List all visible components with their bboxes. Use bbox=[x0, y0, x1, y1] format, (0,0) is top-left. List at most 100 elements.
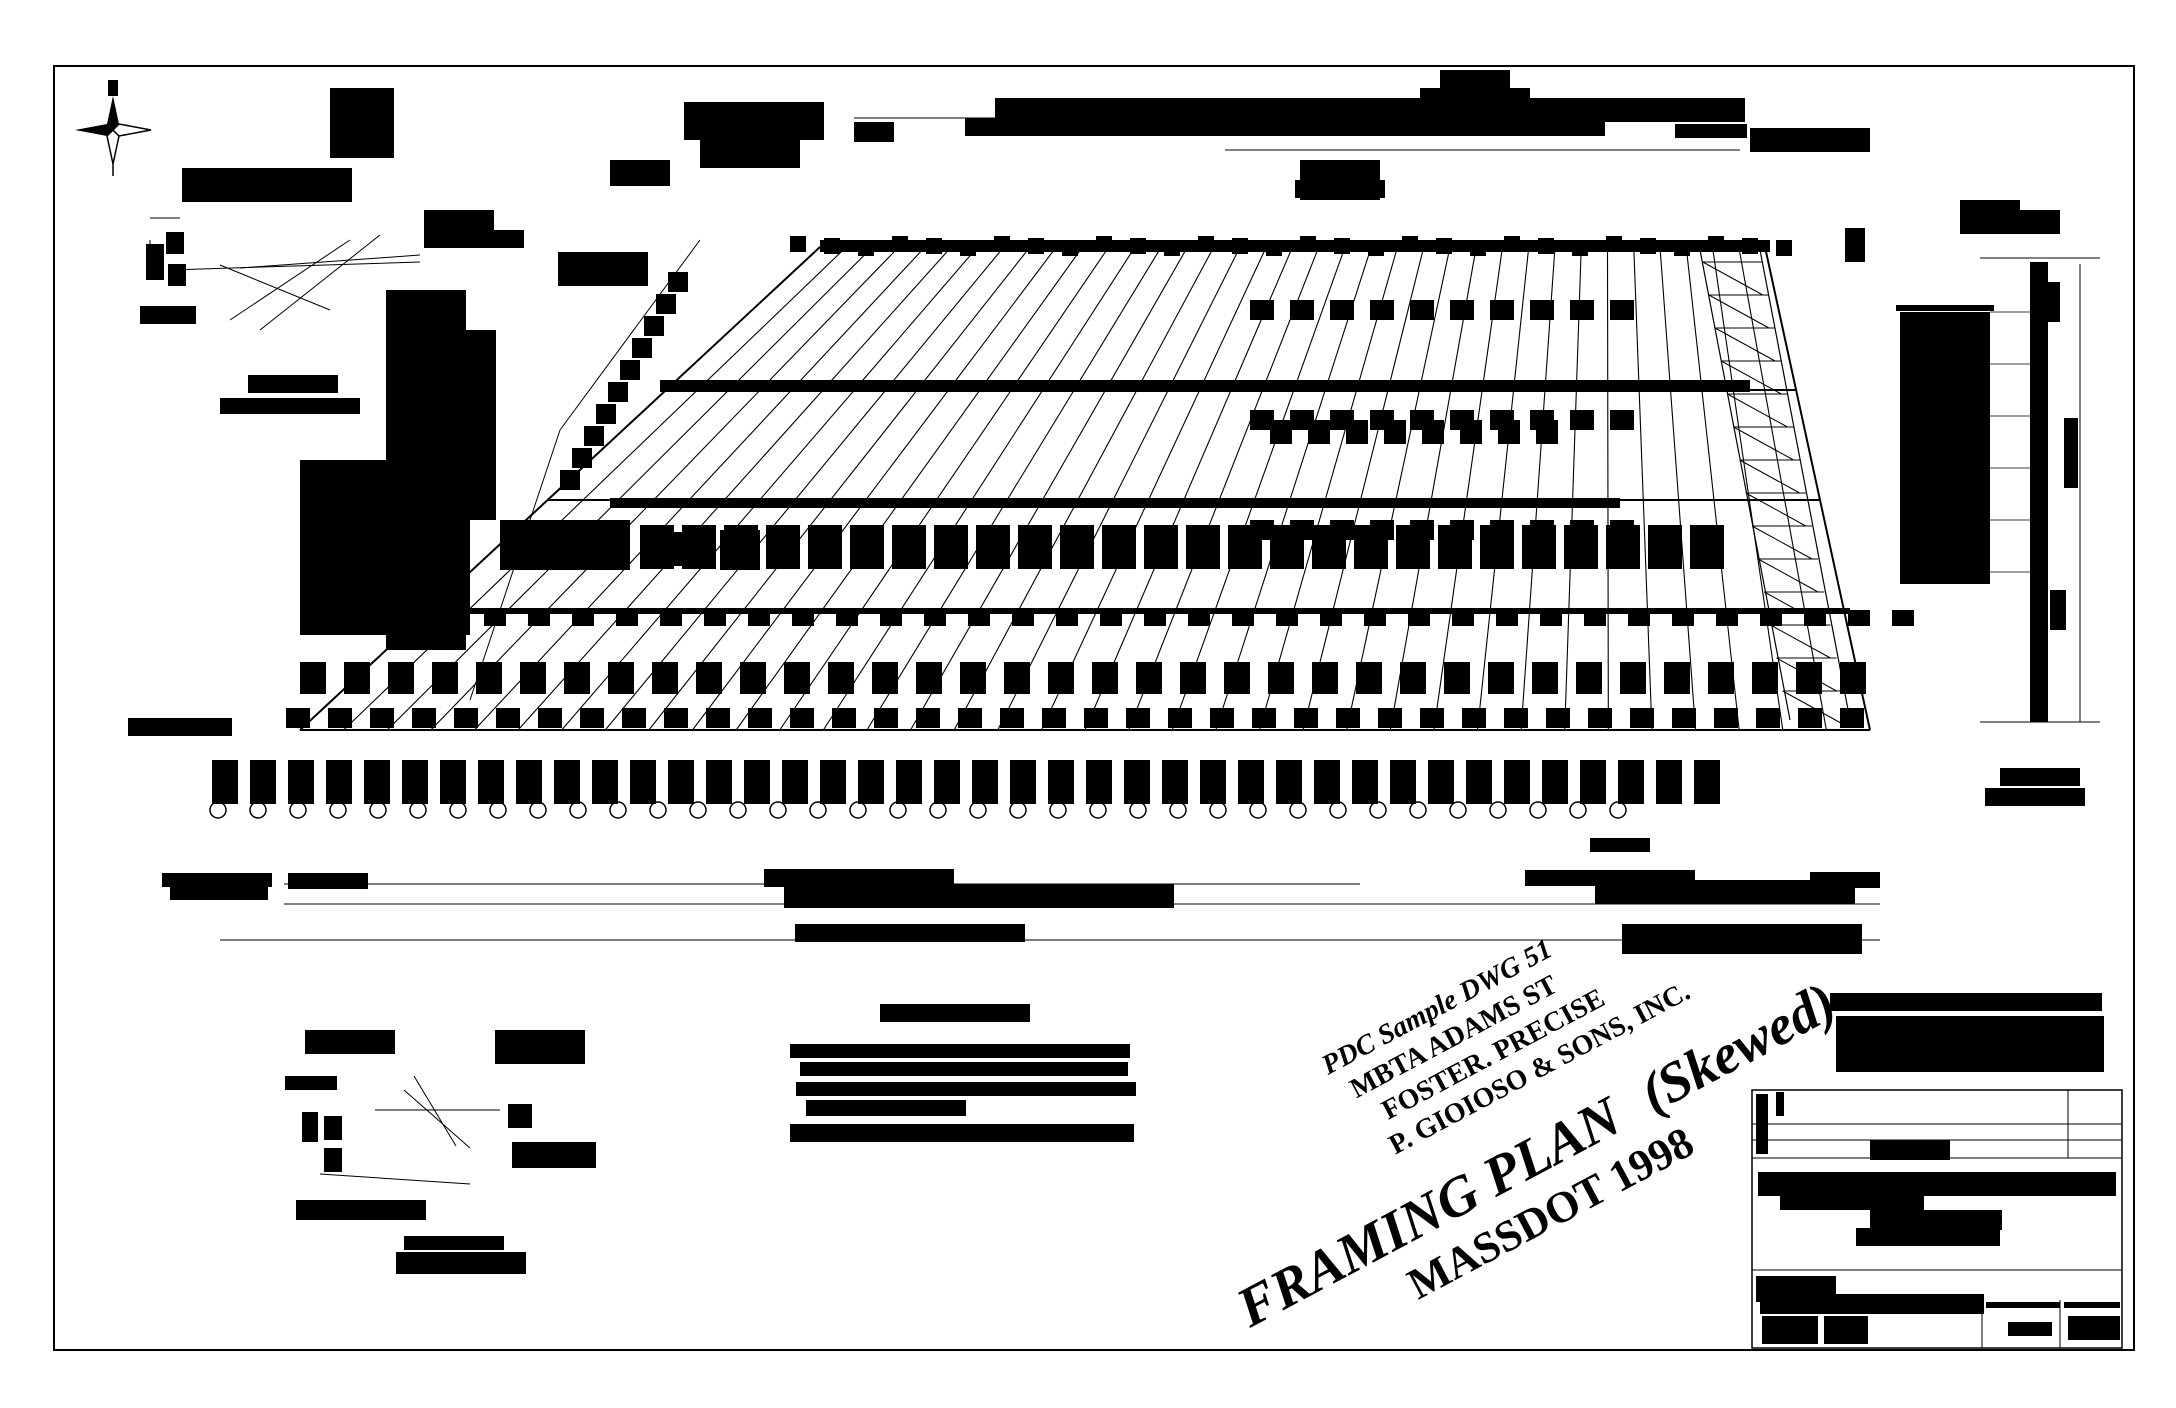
member-label bbox=[412, 708, 436, 728]
member-label bbox=[1580, 760, 1606, 804]
member-label bbox=[1796, 662, 1822, 694]
stringer-line bbox=[517, 246, 952, 731]
member-label bbox=[1336, 708, 1360, 728]
member-label bbox=[1546, 708, 1570, 728]
member-label bbox=[402, 760, 428, 804]
title-block-text bbox=[1830, 993, 2102, 1011]
stringer-line bbox=[1433, 246, 1504, 731]
member-label bbox=[1186, 525, 1220, 569]
member-label bbox=[858, 760, 884, 804]
member-label bbox=[1420, 708, 1444, 728]
detail-line bbox=[319, 1173, 471, 1185]
member-label bbox=[1010, 760, 1036, 804]
column-marker bbox=[609, 801, 627, 819]
member-label bbox=[1690, 525, 1724, 569]
elevation-panel bbox=[1896, 305, 1994, 311]
beam-label bbox=[1776, 240, 1792, 256]
member-label bbox=[934, 760, 960, 804]
member-label bbox=[1252, 708, 1276, 728]
label-block bbox=[596, 404, 616, 424]
member-label bbox=[538, 708, 562, 728]
beam-label bbox=[892, 236, 908, 252]
member-label bbox=[520, 662, 546, 694]
beam-label bbox=[1606, 236, 1622, 252]
member-label bbox=[706, 760, 732, 804]
column-marker bbox=[489, 801, 507, 819]
member-label bbox=[1752, 662, 1778, 694]
member-label bbox=[820, 760, 846, 804]
beam-label bbox=[1572, 240, 1588, 256]
column-marker bbox=[729, 801, 747, 819]
member-label bbox=[1162, 760, 1188, 804]
member-label bbox=[782, 760, 808, 804]
member-label bbox=[1086, 760, 1112, 804]
title-block-text bbox=[1986, 1302, 2060, 1308]
member-label bbox=[1540, 610, 1562, 626]
title-block-text bbox=[1836, 1016, 2104, 1072]
member-label bbox=[828, 662, 854, 694]
member-label bbox=[960, 662, 986, 694]
member-label bbox=[1530, 520, 1554, 540]
member-label bbox=[924, 610, 946, 626]
member-label bbox=[1250, 520, 1274, 540]
title-block-text bbox=[1776, 1092, 1784, 1116]
column-marker bbox=[1569, 801, 1587, 819]
label-block bbox=[324, 1148, 342, 1172]
note-block bbox=[330, 88, 394, 158]
member-label bbox=[1290, 520, 1314, 540]
member-label bbox=[748, 708, 772, 728]
note-block bbox=[790, 1044, 1130, 1058]
member-label bbox=[1370, 300, 1394, 320]
member-label bbox=[832, 708, 856, 728]
note-block bbox=[1675, 124, 1747, 138]
member-label bbox=[286, 708, 310, 728]
member-label bbox=[476, 662, 502, 694]
member-label bbox=[1628, 610, 1650, 626]
column-marker bbox=[1009, 801, 1027, 819]
member-label bbox=[478, 760, 504, 804]
member-label bbox=[1714, 708, 1738, 728]
title-block-text bbox=[1758, 1172, 2116, 1196]
label-block bbox=[396, 1252, 526, 1274]
beam-label bbox=[960, 240, 976, 256]
title-block-text bbox=[1780, 1196, 1924, 1210]
member-label bbox=[344, 662, 370, 694]
column-marker bbox=[1289, 801, 1307, 819]
note-block bbox=[424, 230, 524, 248]
member-label bbox=[1570, 520, 1594, 540]
member-label bbox=[1102, 525, 1136, 569]
member-label bbox=[484, 610, 506, 626]
label-block bbox=[2050, 590, 2066, 630]
note-block bbox=[558, 252, 648, 286]
member-label bbox=[1462, 708, 1486, 728]
leader-line bbox=[469, 429, 561, 701]
member-label bbox=[1232, 610, 1254, 626]
member-label bbox=[1708, 662, 1734, 694]
note-block bbox=[220, 398, 360, 414]
member-label bbox=[1056, 610, 1078, 626]
label-block bbox=[584, 426, 604, 446]
column-marker bbox=[1449, 801, 1467, 819]
detail-line bbox=[403, 1089, 471, 1149]
brace-line bbox=[1721, 360, 1782, 395]
note-block bbox=[610, 160, 670, 186]
brace-line bbox=[1727, 393, 1788, 428]
beam-label bbox=[858, 240, 874, 256]
member-label bbox=[892, 525, 926, 569]
member-label bbox=[608, 662, 634, 694]
label-block bbox=[2000, 768, 2080, 786]
label-block bbox=[296, 1200, 426, 1220]
abutment-block bbox=[640, 532, 712, 566]
detail-line bbox=[413, 1075, 457, 1147]
title-block-text bbox=[1824, 1316, 1868, 1344]
member-label bbox=[1270, 420, 1292, 444]
member-label bbox=[370, 708, 394, 728]
member-label bbox=[554, 760, 580, 804]
beam-label bbox=[1300, 236, 1316, 252]
column-marker bbox=[569, 801, 587, 819]
member-label bbox=[1124, 760, 1150, 804]
column-marker bbox=[1529, 801, 1547, 819]
title-block-text bbox=[1870, 1210, 2002, 1230]
member-label bbox=[364, 760, 390, 804]
member-label bbox=[1504, 760, 1530, 804]
